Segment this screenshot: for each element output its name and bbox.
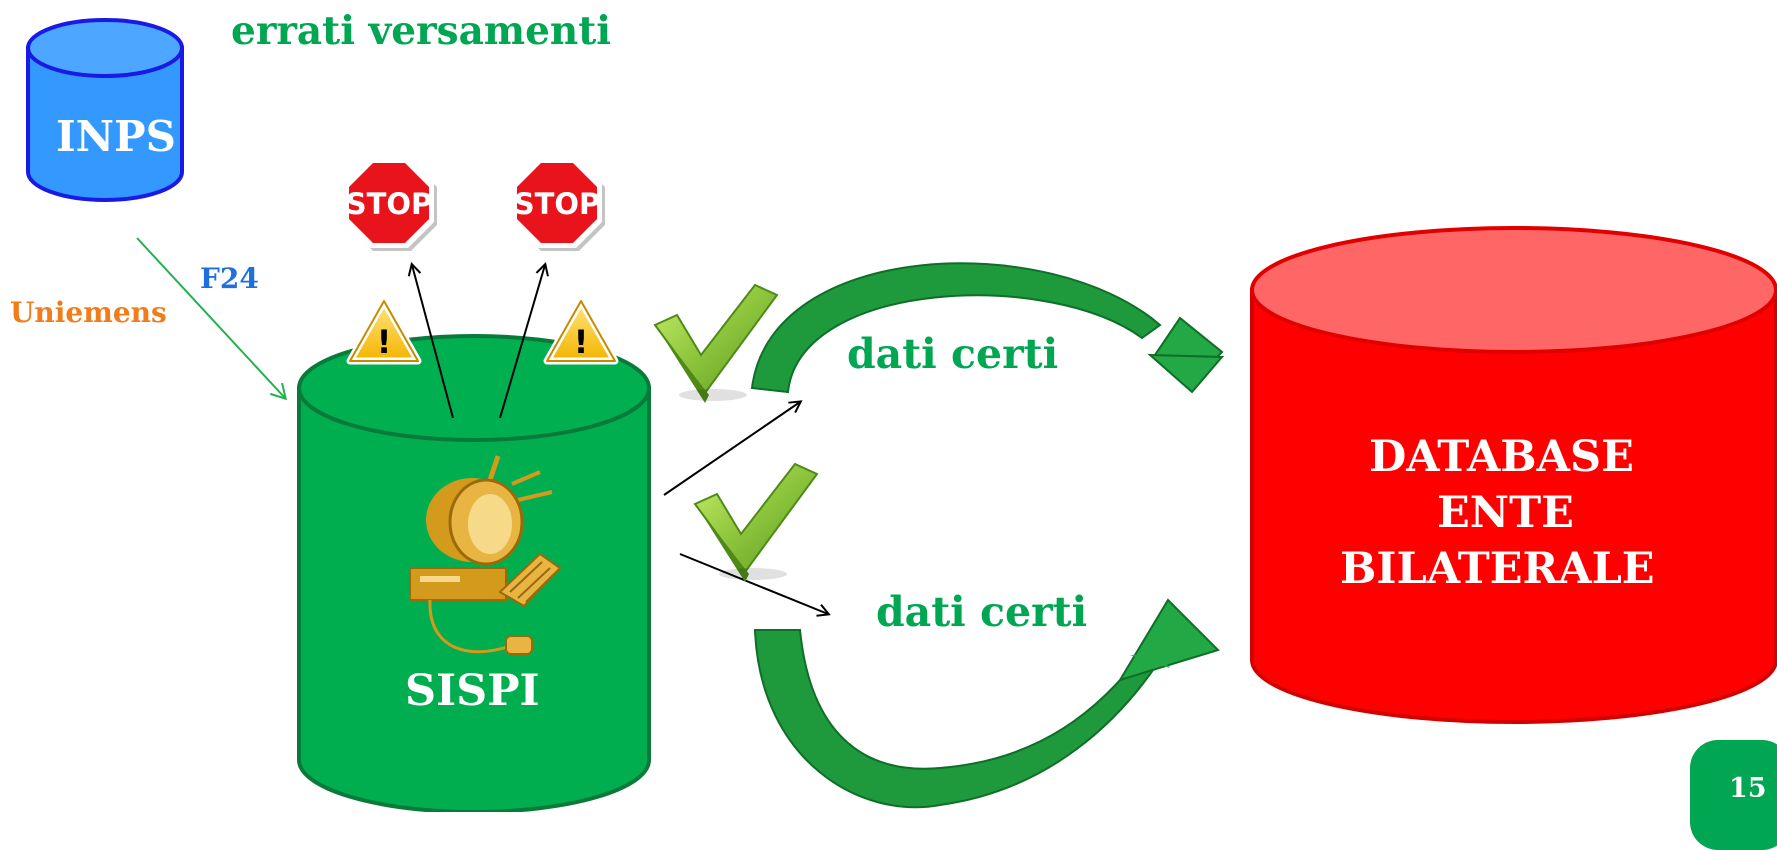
database-label-line-3: BILATERALE [1340,544,1655,594]
f24-label: F24 [200,262,259,295]
curved-arrow-bottom [753,598,1220,809]
inps-to-sispi-arrow [136,237,288,401]
dati-certi-top-label: dati certi [847,330,1059,378]
inps-label: INPS [56,112,176,161]
sispi-to-stop-left-arrow [412,265,454,419]
stop-sign-icon: STOP [344,158,437,251]
uniemens-label: Uniemens [10,296,167,329]
slide-title: errati versamenti [231,8,612,54]
stop-sign-text: STOP [346,187,433,221]
checkmark-icon [653,283,779,403]
sispi-to-stop-right-arrow [499,265,545,419]
slide: STOP STOP ! ! [10,8,1777,850]
diagram-canvas: STOP STOP ! ! [26,18,1777,812]
database-label-line-1: DATABASE [1369,432,1634,482]
computer-icon [409,455,562,655]
warning-icon: ! [346,297,422,365]
inps-database [26,18,184,202]
warning-icon: ! [543,297,619,365]
dati-certi-bottom-label: dati certi [876,588,1088,636]
ente-bilaterale-database [1250,226,1777,724]
warning-mark: ! [377,323,392,361]
warning-mark: ! [574,323,589,361]
stop-sign-icon: STOP [512,158,605,251]
page-number: 15 [1729,773,1767,804]
stop-sign-text: STOP [514,187,601,221]
checkmark-icon [693,462,819,582]
curved-arrow-top [750,262,1225,394]
sispi-to-dati-certi-bottom-arrow [679,553,828,614]
sispi-label: SISPI [405,666,540,716]
database-label-line-2: ENTE [1437,488,1574,538]
sispi-to-dati-certi-top-arrow [663,402,800,496]
